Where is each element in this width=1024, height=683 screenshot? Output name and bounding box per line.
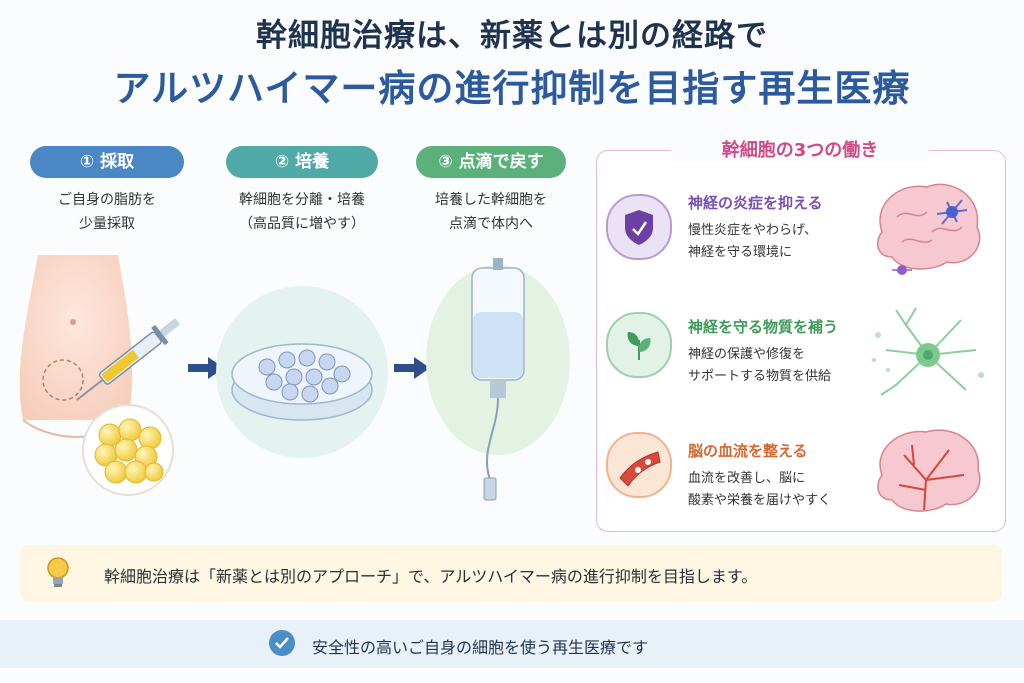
- step1-description: ご自身の脂肪を 少量採取: [20, 188, 194, 236]
- step1-desc-line2: 少量採取: [79, 216, 135, 232]
- iv-drip-illustration: [426, 258, 570, 501]
- function3-desc-line1: 血流を改善し、脳に: [688, 471, 806, 486]
- page-title-line2: アルツハイマー病の進行抑制を目指す再生医療: [113, 67, 911, 110]
- brain-bloodflow-illustration: [877, 429, 981, 512]
- blood-vessel-icon: [606, 432, 672, 498]
- footer-text: 安全性の高いご自身の細胞を使う再生医療です: [312, 638, 649, 657]
- function2-title: 神経を守る物質を補う: [688, 318, 839, 336]
- inflamed-brain-illustration: [876, 183, 981, 275]
- page-title-line1: 幹細胞治療は、新薬とは別の経路で: [256, 18, 768, 54]
- shield-icon: [606, 194, 672, 260]
- check-circle-icon: [269, 630, 295, 656]
- step3-desc-line2: 点滴で体内へ: [449, 216, 533, 232]
- step3-description: 培養した幹細胞を 点滴で体内へ: [406, 188, 576, 236]
- step1-label: ① 採取: [30, 146, 184, 178]
- step-arrow-2: [394, 357, 434, 379]
- function1-title: 神経の炎症を抑える: [688, 194, 823, 212]
- function2-description: 神経の保護や修復を サポートする物質を供給: [688, 344, 831, 388]
- function2-desc-line1: 神経の保護や修復を: [688, 347, 806, 362]
- step2-desc-line2: （高品質に増やす）: [239, 216, 365, 232]
- fat-extraction-illustration: [19, 255, 181, 496]
- function3-desc-line2: 酸素や栄養を届けやすく: [688, 493, 832, 508]
- function2-desc-line2: サポートする物質を供給: [688, 369, 832, 384]
- summary-text: 幹細胞治療は「新薬とは別のアプローチ」で、アルツハイマー病の進行抑制を目指します…: [104, 567, 758, 586]
- step2-label: ② 培養: [226, 146, 378, 178]
- functions-panel-title: 幹細胞の3つの働き: [671, 136, 929, 162]
- step3-label: ③ 点滴で戻す: [416, 146, 566, 178]
- step3-desc-line1: 培養した幹細胞を: [435, 192, 547, 208]
- footer-banner: [0, 620, 1024, 668]
- function1-description: 慢性炎症をやわらげ、 神経を守る環境に: [688, 220, 817, 264]
- lightbulb-icon: [47, 557, 69, 587]
- function1-desc-line2: 神経を守る環境に: [688, 245, 793, 260]
- step2-desc-line1: 幹細胞を分離・培養: [239, 192, 365, 208]
- function1-desc-line1: 慢性炎症をやわらげ、: [688, 223, 818, 238]
- step2-description: 幹細胞を分離・培養 （高品質に増やす）: [206, 188, 398, 236]
- step1-desc-line1: ご自身の脂肪を: [58, 192, 156, 208]
- leaf-icon: [606, 312, 672, 378]
- neuron-illustration: [872, 307, 984, 396]
- culture-dish-illustration: [216, 286, 388, 458]
- function3-title: 脳の血流を整える: [688, 442, 808, 460]
- function3-description: 血流を改善し、脳に 酸素や栄養を届けやすく: [688, 468, 831, 512]
- summary-box: [20, 545, 1002, 601]
